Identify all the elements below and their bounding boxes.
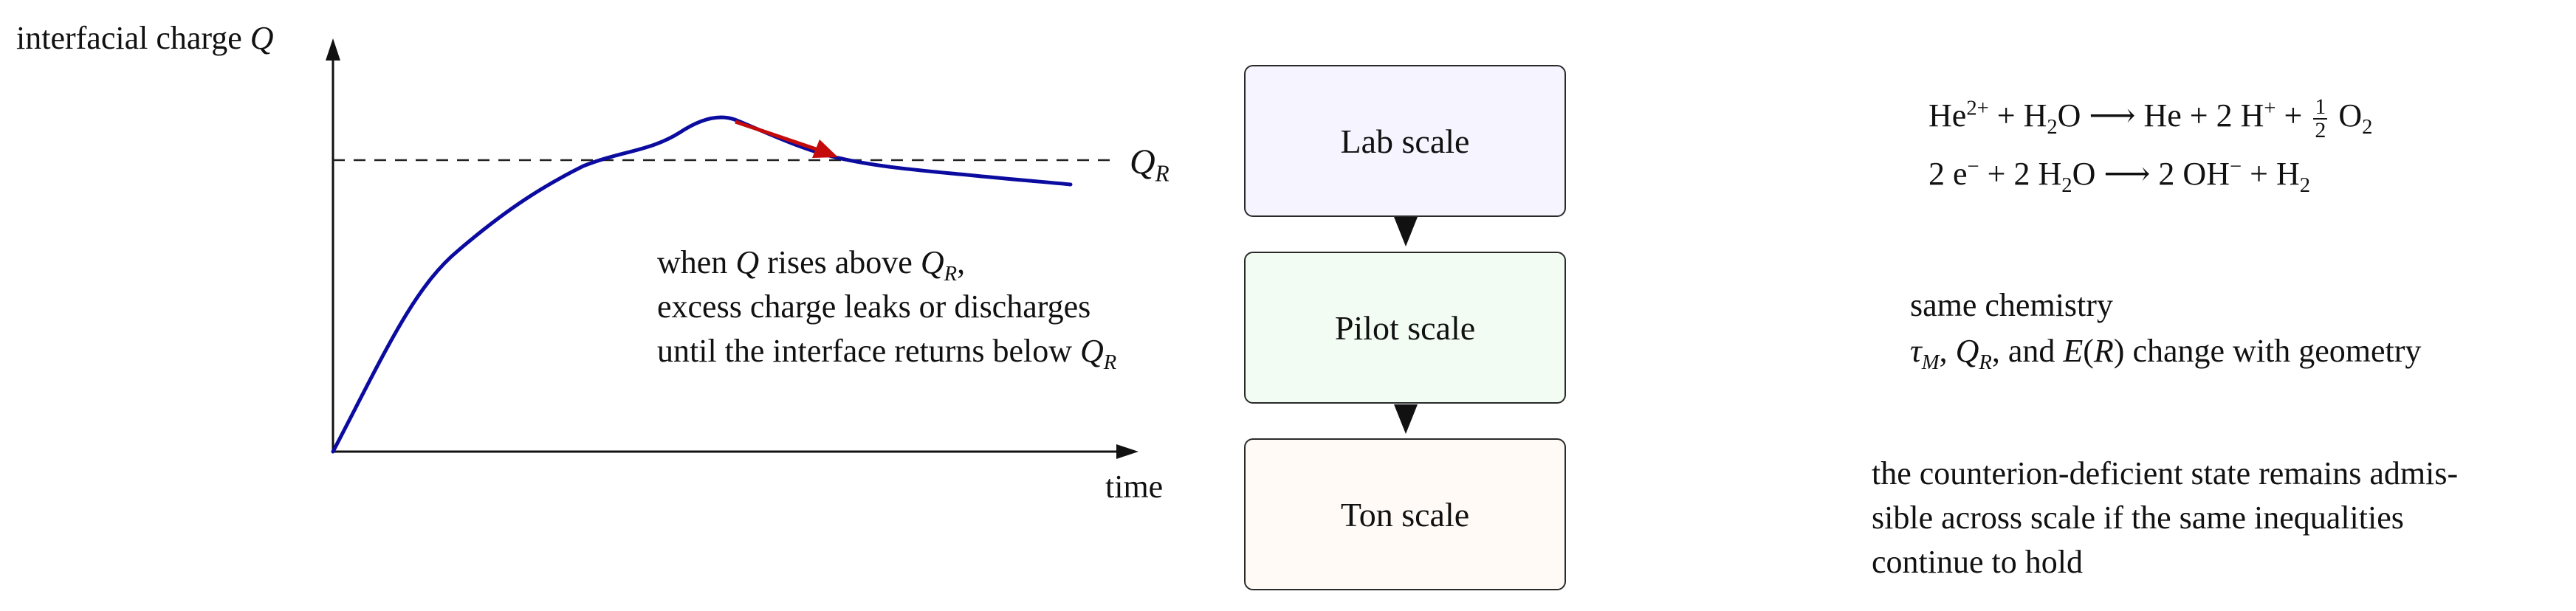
annotation-line-1: when Q rises above QR, (657, 244, 965, 286)
y-axis-label: interfacial charge Q (16, 22, 274, 55)
pilot-scale-label: Pilot scale (1334, 308, 1476, 347)
admissibility-note-line-1: the counterion-deficient state remains a… (1872, 455, 2459, 491)
y-axis-label-text: interfacial charge (16, 20, 242, 56)
geometry-note-line-1: same chemistry (1910, 287, 2113, 323)
note-text: ) (2113, 333, 2125, 369)
annotation-text: until the interface returns below (657, 333, 1081, 369)
arrow-lab-to-pilot (1394, 217, 1418, 246)
discharge-arrowhead (812, 139, 838, 158)
y-axis-label-symbol: Q (250, 20, 274, 56)
lab-scale-box: Lab scale (1244, 65, 1566, 217)
eq-text: + (2276, 97, 2311, 134)
pilot-scale-box: Pilot scale (1244, 252, 1566, 404)
note-text: change with geometry (2124, 333, 2422, 369)
eq-text: O (2057, 97, 2089, 134)
e-symbol: E (2063, 333, 2084, 369)
annotation-qr: Q (1080, 333, 1104, 369)
eq-sup: + (2264, 97, 2276, 120)
reaction-arrow: ⟶ (2103, 156, 2151, 192)
arrow-pilot-to-ton (1394, 404, 1418, 434)
fraction-denominator: 2 (2315, 118, 2326, 142)
eq-sub: 2 (2061, 173, 2072, 197)
eq-text: 2 OH (2150, 156, 2230, 192)
discharge-arrow (735, 120, 819, 152)
threshold-subscript: R (1155, 160, 1169, 187)
fraction-numerator: 1 (2313, 94, 2328, 120)
eq-text: O (2330, 97, 2363, 134)
y-axis-arrowhead (326, 38, 340, 61)
eq-sub: 2 (2362, 115, 2373, 139)
annotation-qr-sub: R (1103, 351, 1117, 374)
ton-scale-box: Ton scale (1244, 438, 1566, 590)
tau-sub: M (1921, 351, 1940, 374)
annotation-text: when (657, 244, 736, 280)
eq-sup: 2+ (1966, 97, 1989, 120)
annotation-text: rises above (759, 244, 921, 280)
geometry-note-line-2: τM, QR, and E(R) change with geometry (1910, 332, 2421, 375)
eq-text: + H (1988, 97, 2047, 134)
eq-text: He + 2 H (2135, 97, 2264, 134)
eq-text: + H (2242, 156, 2300, 192)
annotation-text: , (957, 244, 966, 280)
tau-symbol: τ (1910, 333, 1922, 369)
reaction-arrow: ⟶ (2089, 97, 2136, 134)
eq-text: + 2 H (1979, 156, 2062, 192)
eq-sup: − (1967, 155, 1979, 179)
note-text: ( (2083, 333, 2094, 369)
annotation-q: Q (735, 244, 760, 280)
annotation-line-2: excess charge leaks or discharges (657, 289, 1091, 325)
annotation-qr-sub: R (944, 262, 958, 286)
qr-sub: R (1979, 351, 1992, 374)
annotation-line-3: until the interface returns below QR (657, 332, 1116, 375)
lab-scale-label: Lab scale (1340, 122, 1470, 160)
charge-plot (326, 38, 1138, 459)
x-axis-label: time (1105, 469, 1164, 505)
note-text: , and (1991, 333, 2064, 369)
eq-sup: − (2229, 155, 2242, 179)
threshold-symbol: Q (1130, 142, 1155, 182)
eq-sub: 2 (2047, 115, 2058, 139)
eq-text: 2 e (1928, 156, 1968, 192)
eq-sub: 2 (2299, 173, 2311, 197)
admissibility-note-line-3: continue to hold (1872, 544, 2083, 580)
eq-text: He (1928, 97, 1967, 134)
note-text: , (1939, 333, 1956, 369)
annotation-qr: Q (920, 244, 944, 280)
equation-2: 2 e− + 2 H2O ⟶ 2 OH− + H2 (1928, 155, 2310, 198)
admissibility-note-line-2: sible across scale if the same inequalit… (1872, 500, 2404, 536)
ton-scale-label: Ton scale (1340, 495, 1470, 534)
threshold-label: QR (1130, 145, 1169, 185)
qr-symbol: Q (1955, 333, 1979, 369)
charge-curve (331, 115, 1073, 454)
r-symbol: R (2093, 333, 2114, 369)
x-axis-arrowhead (1116, 444, 1138, 459)
eq-text: O (2072, 156, 2104, 192)
